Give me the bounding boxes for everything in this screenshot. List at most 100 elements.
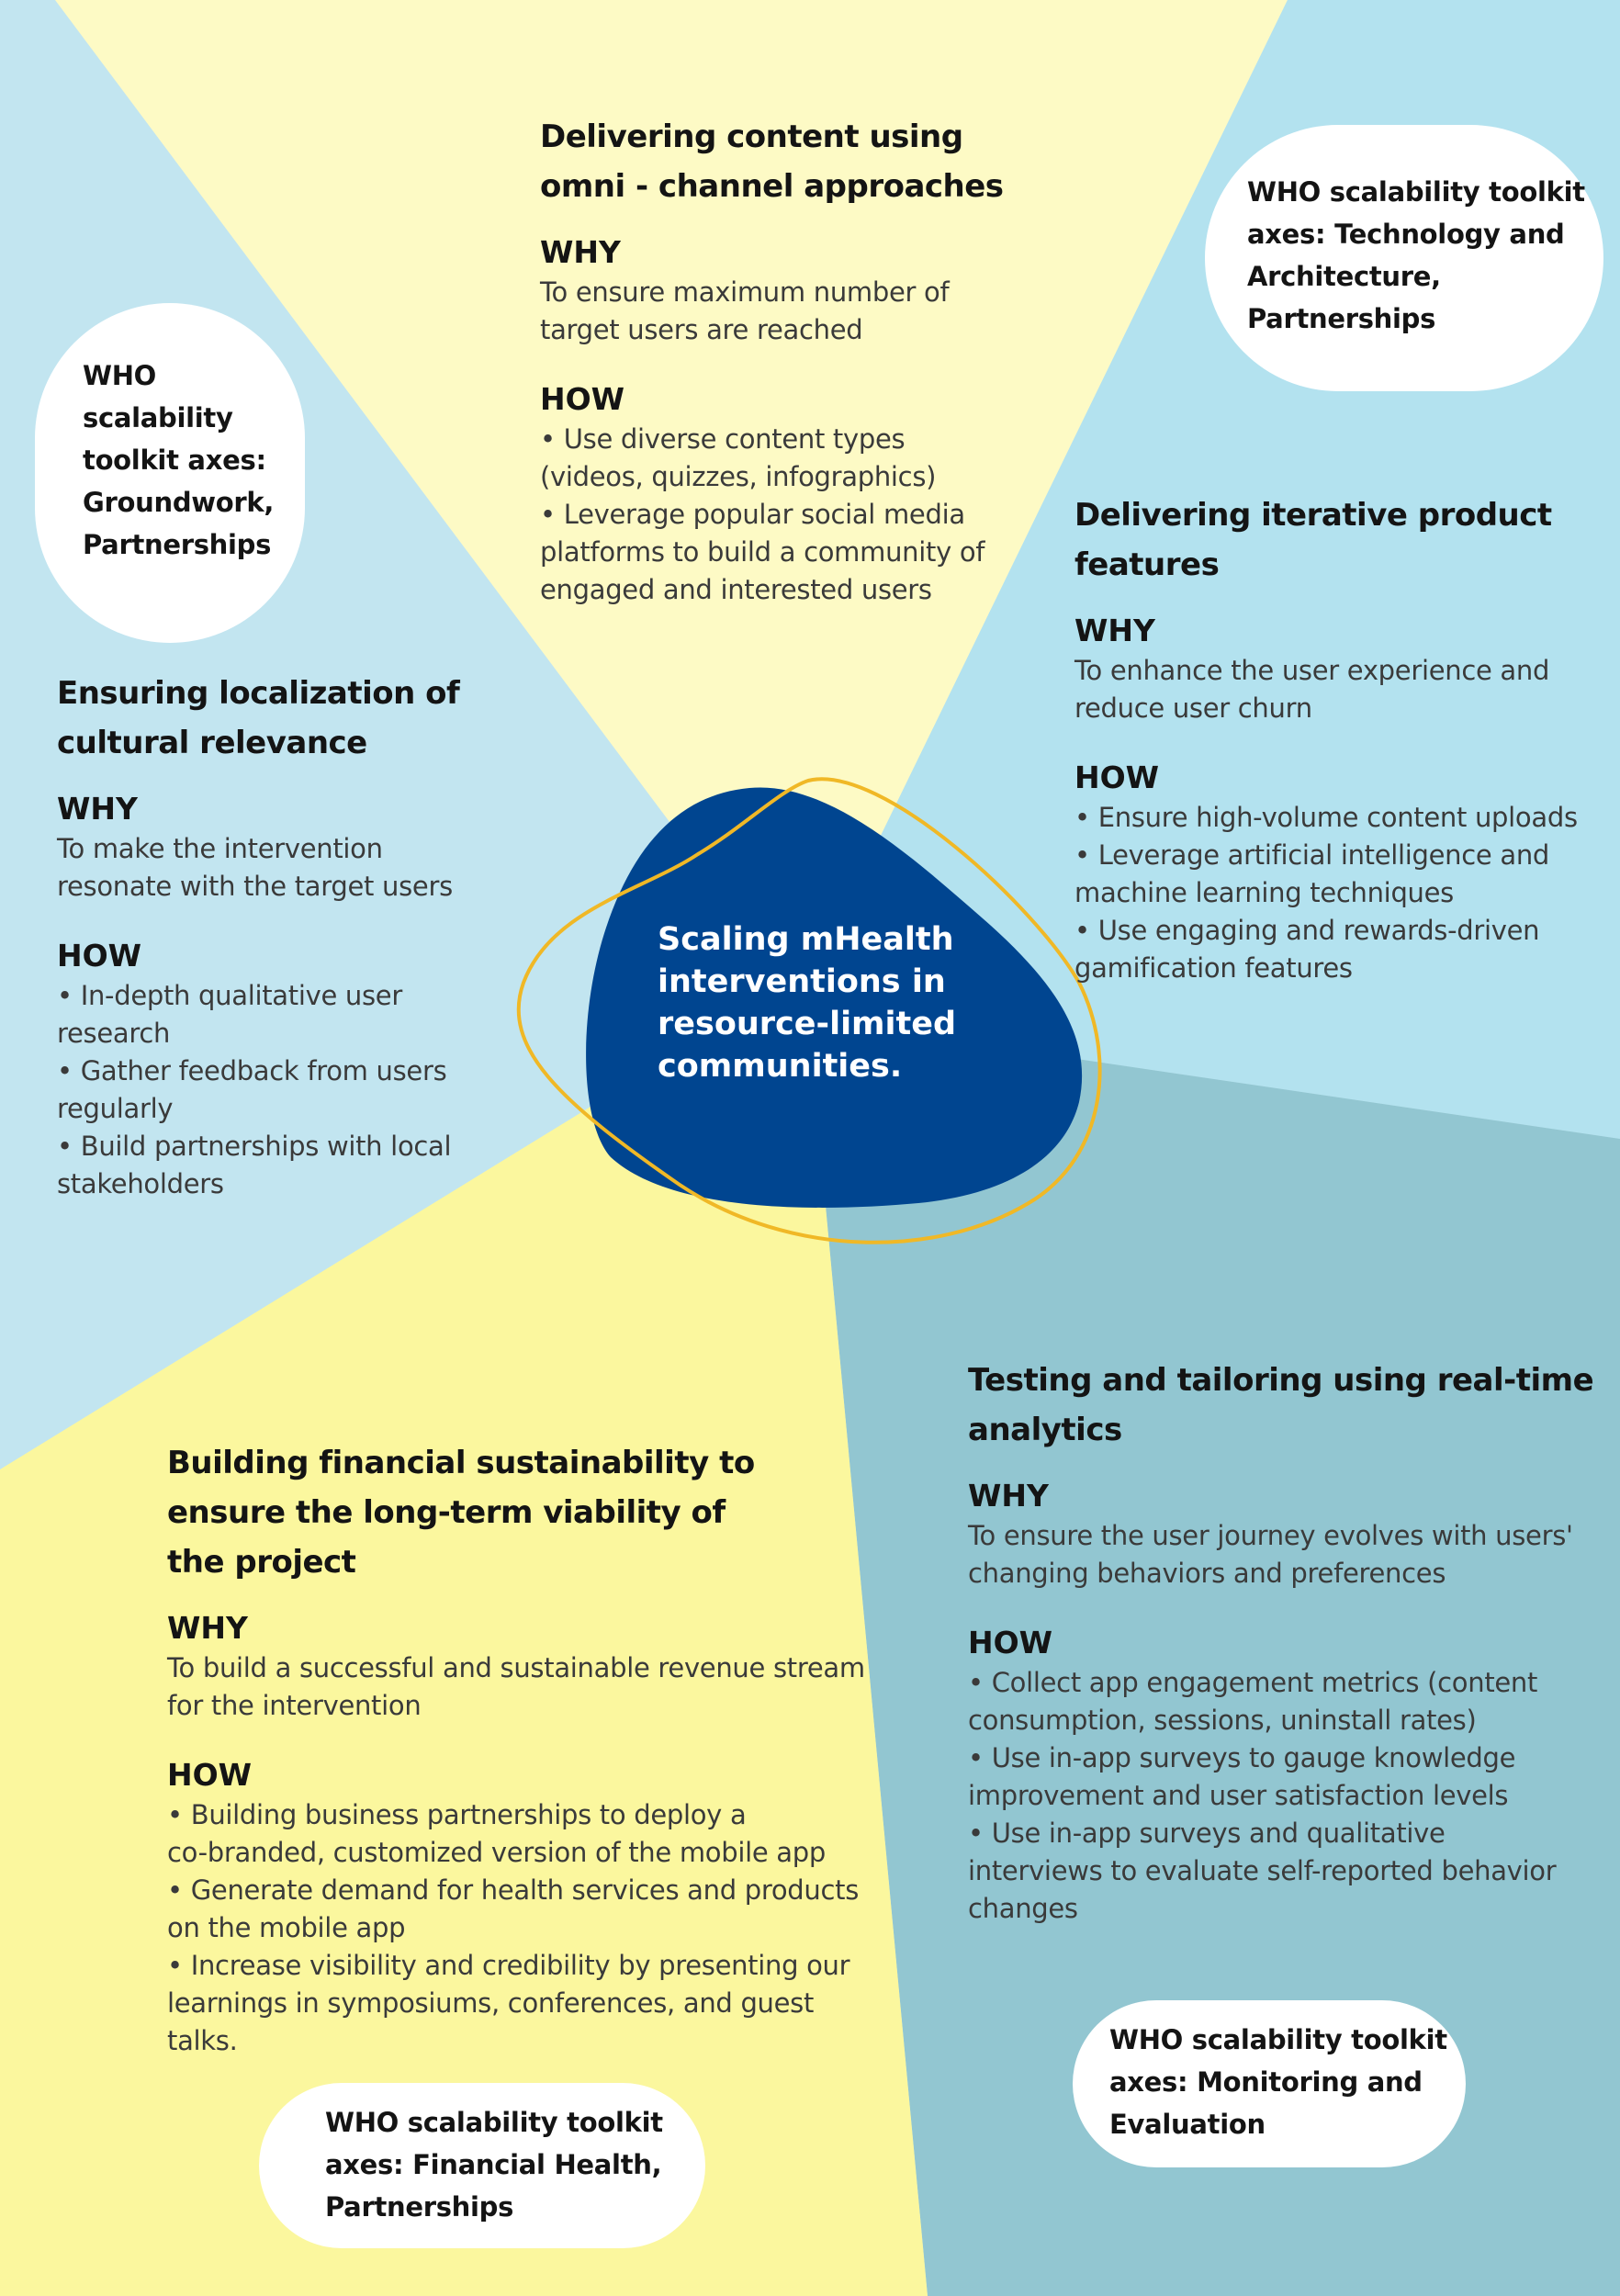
center-title-line: resource-limited	[658, 1006, 957, 1042]
how-line: • Generate demand for health services an…	[167, 1874, 860, 1906]
how-line: learnings in symposiums, conferences, an…	[167, 1987, 815, 2019]
title-line: ensure the long-term viability of	[167, 1494, 726, 1531]
why-label: WHY	[167, 1610, 248, 1646]
section-localization: Ensuring localization of cultural releva…	[57, 669, 479, 1203]
bubble-line: Architecture,	[1247, 261, 1441, 292]
why-line: for the intervention	[167, 1690, 422, 1721]
center-title-line: interventions in	[658, 963, 946, 1000]
how-line: stakeholders	[57, 1168, 224, 1199]
why-line: reduce user churn	[1074, 692, 1312, 724]
title-line: Ensuring localization of	[57, 675, 460, 712]
how-line: (videos, quizzes, infographics)	[540, 461, 937, 492]
wedge-bottom-right-teal	[808, 1019, 1620, 2296]
section-title: Delivering content using omni - channel …	[540, 112, 1036, 211]
section-omni-channel: Delivering content using omni - channel …	[540, 112, 1036, 609]
how-line: • Gather feedback from users	[57, 1055, 447, 1086]
why-line: To ensure the user journey evolves with …	[968, 1520, 1573, 1551]
title-line: Delivering iterative product	[1074, 497, 1552, 534]
title-line: cultural relevance	[57, 725, 367, 761]
who-bubble-top-right: WHO scalability toolkit axes: Technology…	[1205, 125, 1603, 391]
title-line: Delivering content using	[540, 118, 963, 155]
how-line: • Use in-app surveys to gauge knowledge	[968, 1742, 1516, 1773]
center-title-line: Scaling mHealth	[658, 921, 954, 958]
wedge-bottom-left-yellow	[0, 1019, 928, 2296]
how-label: HOW	[57, 938, 142, 974]
how-label: HOW	[968, 1625, 1053, 1660]
title-line: omni - channel approaches	[540, 168, 1004, 205]
how-label: HOW	[540, 381, 625, 417]
how-line: machine learning techniques	[1074, 877, 1454, 908]
how-line: regularly	[57, 1093, 174, 1124]
how-line: improvement and user satisfaction levels	[968, 1780, 1509, 1811]
how-line: • In-depth qualitative user	[57, 980, 402, 1011]
bubble-line: WHO scalability toolkit	[1247, 176, 1585, 208]
center-title-line: communities.	[658, 1048, 903, 1085]
how-line: interviews to evaluate self-reported beh…	[968, 1855, 1557, 1886]
how-line: • Increase visibility and credibility by…	[167, 1950, 850, 1981]
why-line: To enhance the user experience and	[1074, 655, 1550, 686]
bubble-line: toolkit axes:	[83, 445, 266, 476]
how-label: HOW	[1074, 760, 1160, 795]
section-title: Ensuring localization of cultural releva…	[57, 669, 479, 768]
how-line: • Leverage artificial intelligence and	[1074, 839, 1550, 871]
how-line: • Collect app engagement metrics (conten…	[968, 1667, 1538, 1698]
title-line: analytics	[968, 1412, 1122, 1448]
why-label: WHY	[968, 1478, 1049, 1514]
section-real-time-analytics: Testing and tailoring using real-time an…	[968, 1356, 1611, 1928]
bubble-line: WHO	[83, 360, 157, 391]
how-line: • Ensure high-volume content uploads	[1074, 802, 1578, 833]
how-line: platforms to build a community of	[540, 536, 985, 568]
how-line: • Building business partnerships to depl…	[167, 1799, 747, 1830]
section-title: Building financial sustainability to ens…	[167, 1438, 902, 1587]
who-bubble-bottom-left: WHO scalability toolkit axes: Financial …	[259, 2083, 705, 2248]
section-financial-sustainability: Building financial sustainability to ens…	[167, 1438, 902, 2060]
title-line: Building financial sustainability to	[167, 1445, 755, 1481]
section-title: Delivering iterative product features	[1074, 490, 1607, 590]
bubble-line: Partnerships	[1247, 303, 1436, 334]
how-line: talks.	[167, 2025, 238, 2056]
bubble-line: axes: Financial Health,	[325, 2149, 662, 2180]
center-blob	[586, 787, 1083, 1208]
how-line: • Use engaging and rewards-driven	[1074, 915, 1540, 946]
how-line: gamification features	[1074, 952, 1353, 984]
bubble-line: axes: Technology and	[1247, 219, 1565, 250]
why-line: changing behaviors and preferences	[968, 1558, 1446, 1589]
title-line: Testing and tailoring using real-time	[968, 1362, 1594, 1399]
bubble-line: Evaluation	[1109, 2109, 1266, 2140]
how-label: HOW	[167, 1757, 253, 1793]
why-label: WHY	[1074, 613, 1155, 648]
how-line: engaged and interested users	[540, 574, 932, 605]
how-line: • Leverage popular social media	[540, 499, 965, 530]
how-line: co-branded, customized version of the mo…	[167, 1837, 826, 1868]
why-line: resonate with the target users	[57, 871, 453, 902]
why-line: To ensure maximum number of	[540, 276, 950, 308]
how-line: consumption, sessions, uninstall rates)	[968, 1705, 1477, 1736]
bubble-line: scalability	[83, 402, 233, 433]
title-line: features	[1074, 546, 1220, 583]
section-title: Testing and tailoring using real-time an…	[968, 1356, 1611, 1455]
bubble-line: WHO scalability toolkit	[325, 2107, 663, 2138]
section-iterative-features: Delivering iterative product features WH…	[1074, 490, 1607, 987]
why-label: WHY	[540, 234, 621, 270]
why-line: To build a successful and sustainable re…	[167, 1652, 865, 1683]
center-title: Scaling mHealth interventions in resourc…	[658, 918, 970, 1087]
how-line: on the mobile app	[167, 1912, 406, 1943]
why-line: target users are reached	[540, 314, 863, 345]
bubble-line: WHO scalability toolkit	[1109, 2024, 1447, 2055]
how-line: changes	[968, 1893, 1078, 1924]
why-label: WHY	[57, 791, 138, 827]
bubble-line: axes: Monitoring and	[1109, 2066, 1423, 2098]
who-bubble-left: WHO scalability toolkit axes: Groundwork…	[35, 303, 305, 643]
bubble-line: Partnerships	[83, 529, 272, 560]
how-line: • Use diverse content types	[540, 423, 906, 455]
wedge-top-pale-yellow	[55, 0, 1288, 946]
center-outline-ring	[516, 777, 1102, 1244]
bubble-line: Groundwork,	[83, 487, 275, 518]
why-line: To make the intervention	[57, 833, 383, 864]
how-line: • Use in-app surveys and qualitative	[968, 1818, 1446, 1849]
how-line: • Build partnerships with local	[57, 1131, 452, 1162]
how-line: research	[57, 1018, 171, 1049]
title-line: the project	[167, 1544, 356, 1581]
bubble-line: Partnerships	[325, 2191, 514, 2223]
who-bubble-bottom-right: WHO scalability toolkit axes: Monitoring…	[1073, 2000, 1466, 2167]
